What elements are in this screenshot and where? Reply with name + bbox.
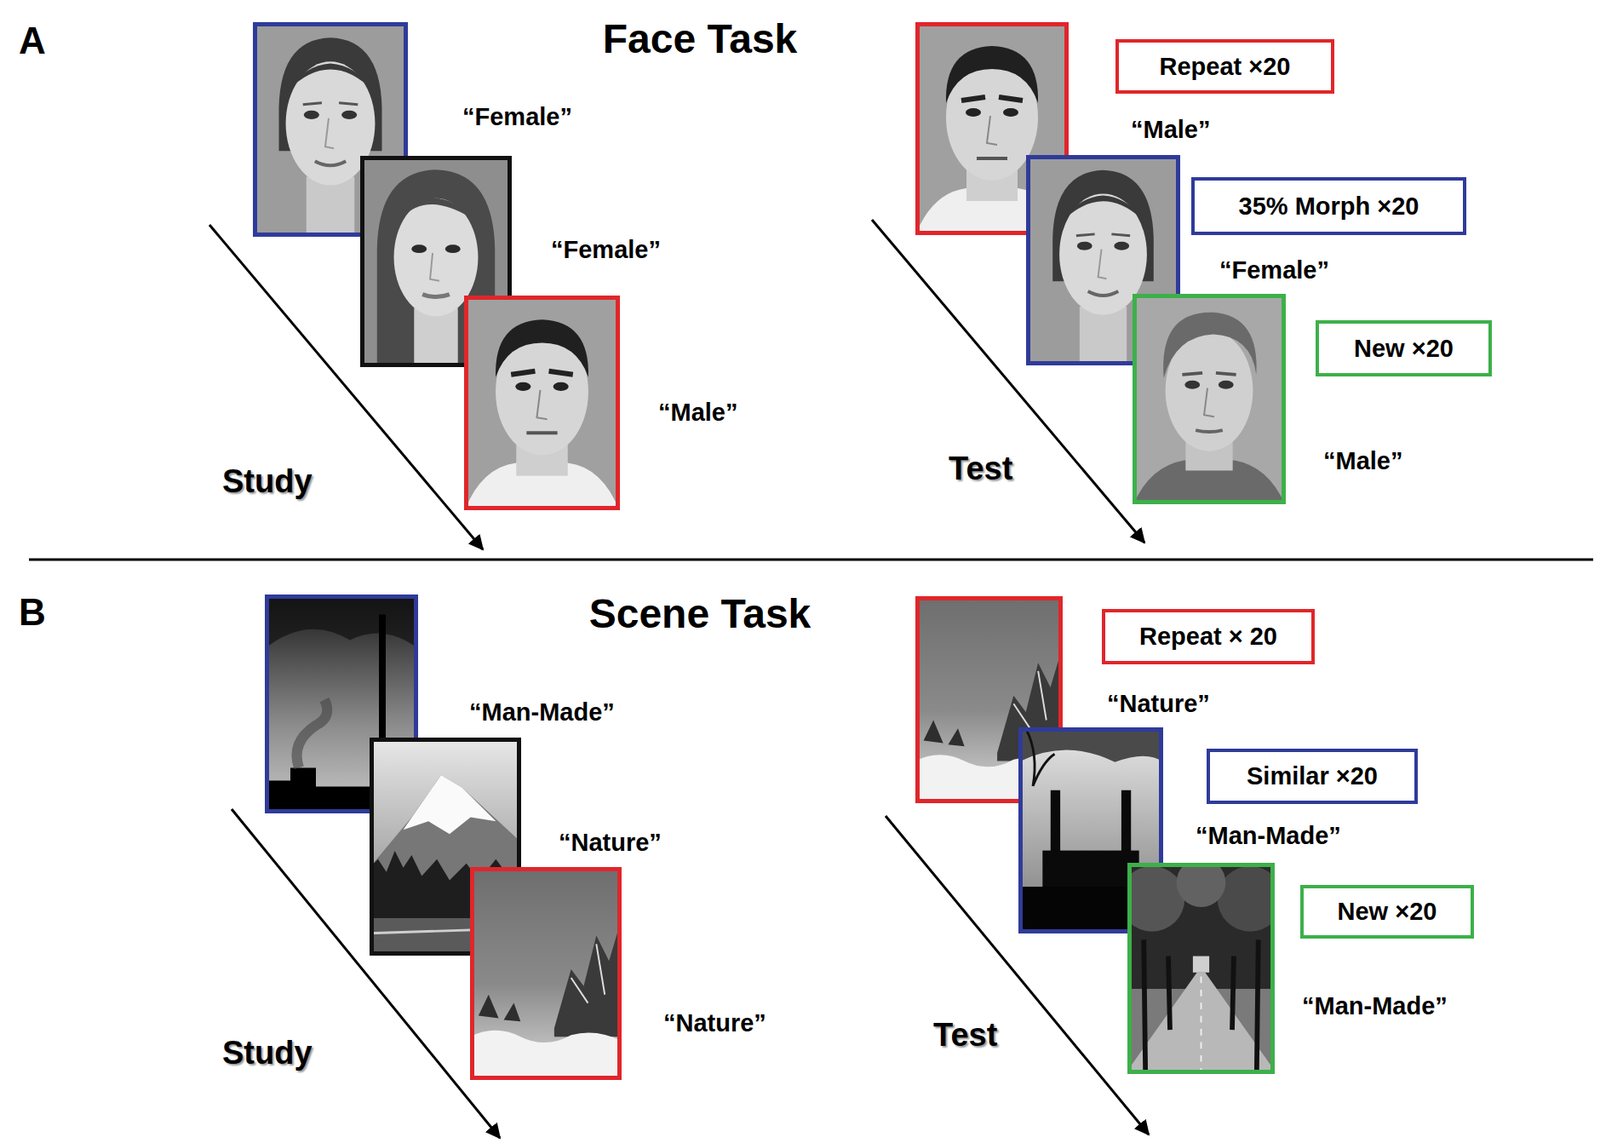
phase-label: Test <box>948 450 1013 488</box>
panel-letter: B <box>18 590 46 635</box>
response-label: “Female” <box>550 235 661 264</box>
condition-box: Similar ×20 <box>1206 748 1418 804</box>
panel-letter: A <box>18 19 46 64</box>
condition-text: New ×20 <box>1337 897 1438 926</box>
condition-text: New ×20 <box>1353 334 1454 363</box>
phase-label: Test <box>933 1016 998 1055</box>
phase-label: Study <box>222 1034 313 1073</box>
panel-heading: Scene Task <box>589 590 812 637</box>
panel-heading: Face Task <box>602 15 798 63</box>
condition-box: New ×20 <box>1300 884 1474 939</box>
response-label: “Nature” <box>663 1009 767 1038</box>
condition-text: Similar ×20 <box>1246 762 1378 791</box>
response-label: “Female” <box>462 103 573 132</box>
condition-text: 35% Morph ×20 <box>1238 192 1420 221</box>
response-label: “Male” <box>1323 447 1403 476</box>
response-label: “Male” <box>1130 115 1211 144</box>
response-label: “Nature” <box>1106 689 1211 718</box>
response-label: “Man-Made” <box>469 698 615 727</box>
condition-box: Repeat ×20 <box>1115 39 1335 94</box>
condition-box: New ×20 <box>1315 320 1492 377</box>
condition-box: 35% Morph ×20 <box>1191 177 1467 236</box>
phase-label: Study <box>222 463 313 501</box>
response-label: “Nature” <box>558 828 662 857</box>
response-label: “Man-Made” <box>1195 821 1342 850</box>
condition-box: Repeat × 20 <box>1101 608 1315 665</box>
condition-text: Repeat ×20 <box>1159 52 1291 81</box>
response-label: “Female” <box>1219 256 1330 285</box>
condition-text: Repeat × 20 <box>1139 622 1278 651</box>
response-label: “Man-Made” <box>1301 992 1448 1021</box>
response-label: “Male” <box>658 398 738 427</box>
